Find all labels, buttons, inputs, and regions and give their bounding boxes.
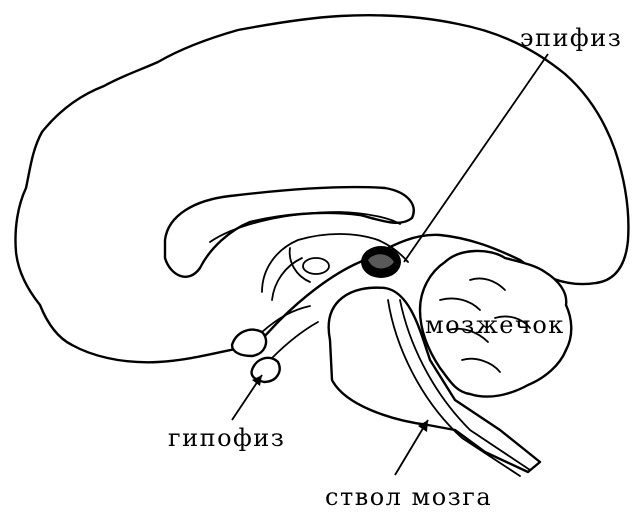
pineal-gland [361, 246, 401, 278]
pituitary-arrow [232, 375, 262, 420]
label-pituitary: гипофиз [168, 424, 285, 452]
label-brainstem: ствол мозга [325, 483, 492, 511]
label-cerebellum: мозжечок [425, 311, 565, 339]
label-epiphysis: эпифиз [520, 24, 622, 52]
brainstem-arrow [395, 420, 428, 475]
